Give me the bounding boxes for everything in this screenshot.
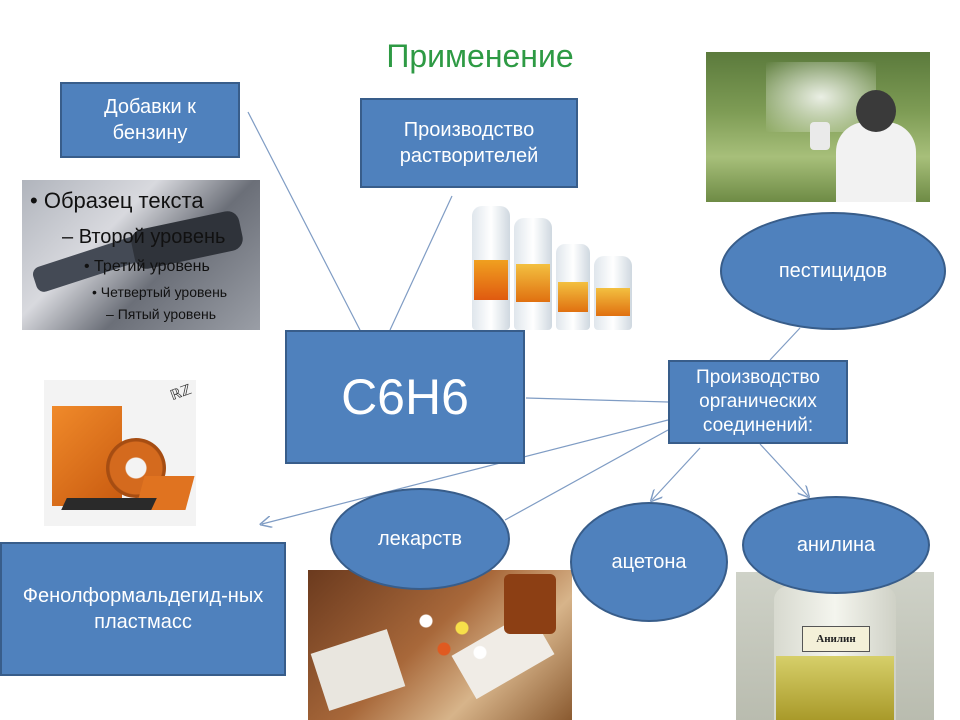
outline-level-3-text: Третий уровень — [94, 258, 210, 275]
node-center-benzene: C6H6 — [285, 330, 525, 464]
photo-fuel-nozzle: • Образец текста – Второй уровень • Трет… — [22, 180, 260, 330]
outline-level-2-text: Второй уровень — [78, 226, 226, 248]
node-organic-compounds-text: Производство органических соединений: — [696, 367, 820, 436]
node-aniline-text: анилина — [796, 533, 876, 556]
flask-label: Анилин — [802, 626, 870, 652]
outline-level-3: • Третий уровень — [84, 258, 210, 275]
worker-body — [836, 122, 916, 202]
outline-level-4: • Четвертый уровень — [92, 284, 228, 300]
line-pesticides — [769, 327, 801, 361]
bottle-2-label — [516, 264, 550, 302]
node-gasoline-additives-text: Добавки к бензину — [104, 96, 196, 144]
node-plastics: Фенолформальдегид-ных пластмасс — [0, 542, 286, 676]
line-aniline — [759, 443, 808, 496]
node-medicines-text: лекарств — [377, 527, 462, 550]
flask-label-text: Анилин — [816, 633, 856, 645]
outline-level-5-text: Пятый уровень — [117, 306, 217, 322]
photo-pesticide-sprayer — [706, 52, 930, 202]
node-medicines: лекарств — [330, 488, 510, 590]
node-solvents-text: Производство растворителей — [399, 119, 539, 167]
line-acetone — [652, 447, 701, 500]
line-organic — [525, 397, 669, 403]
plastic-dark-sheet — [61, 498, 157, 510]
page-title: Применение — [386, 38, 574, 74]
node-center-benzene-text: C6H6 — [341, 368, 469, 425]
outline-level-5: – Пятый уровень — [106, 306, 217, 322]
bottle-3-label — [558, 282, 588, 312]
sprayer-can — [810, 122, 830, 150]
photo-aniline-flask: Анилин — [736, 572, 934, 720]
node-aniline: анилина — [742, 496, 930, 594]
photo-plastic-parts: ℝℤ — [44, 380, 196, 526]
worker-head — [856, 90, 896, 132]
pill-bottle — [504, 574, 556, 634]
line-solvents — [389, 195, 453, 331]
node-organic-compounds: Производство органических соединений: — [668, 360, 848, 444]
node-solvents: Производство растворителей — [360, 98, 578, 188]
pill-blister-1 — [310, 629, 406, 711]
photo-medicines — [308, 570, 572, 720]
node-pesticides: пестицидов — [720, 212, 946, 330]
outline-level-2: – Второй уровень — [62, 226, 226, 248]
outline-level-4-text: Четвертый уровень — [100, 284, 228, 300]
outline-level-1-text: Образец текста — [43, 188, 204, 213]
line-plastics — [262, 419, 669, 524]
photo-solvent-bottles — [466, 198, 638, 332]
bottle-1-label — [474, 260, 508, 300]
node-acetone-text: ацетона — [611, 550, 687, 573]
outline-level-1: • Образец текста — [30, 188, 204, 213]
line-medicines — [504, 429, 669, 521]
bottle-4-label — [596, 288, 630, 316]
logo-mark: ℝℤ — [167, 380, 194, 404]
node-gasoline-additives: Добавки к бензину — [60, 82, 240, 158]
node-pesticides-text: пестицидов — [778, 259, 888, 282]
flask-liquid — [776, 656, 894, 720]
node-plastics-text: Фенолформальдегид-ных пластмасс — [22, 585, 264, 633]
line-gasoline — [247, 111, 361, 331]
pills-cluster — [408, 600, 498, 670]
node-acetone: ацетона — [570, 502, 728, 622]
